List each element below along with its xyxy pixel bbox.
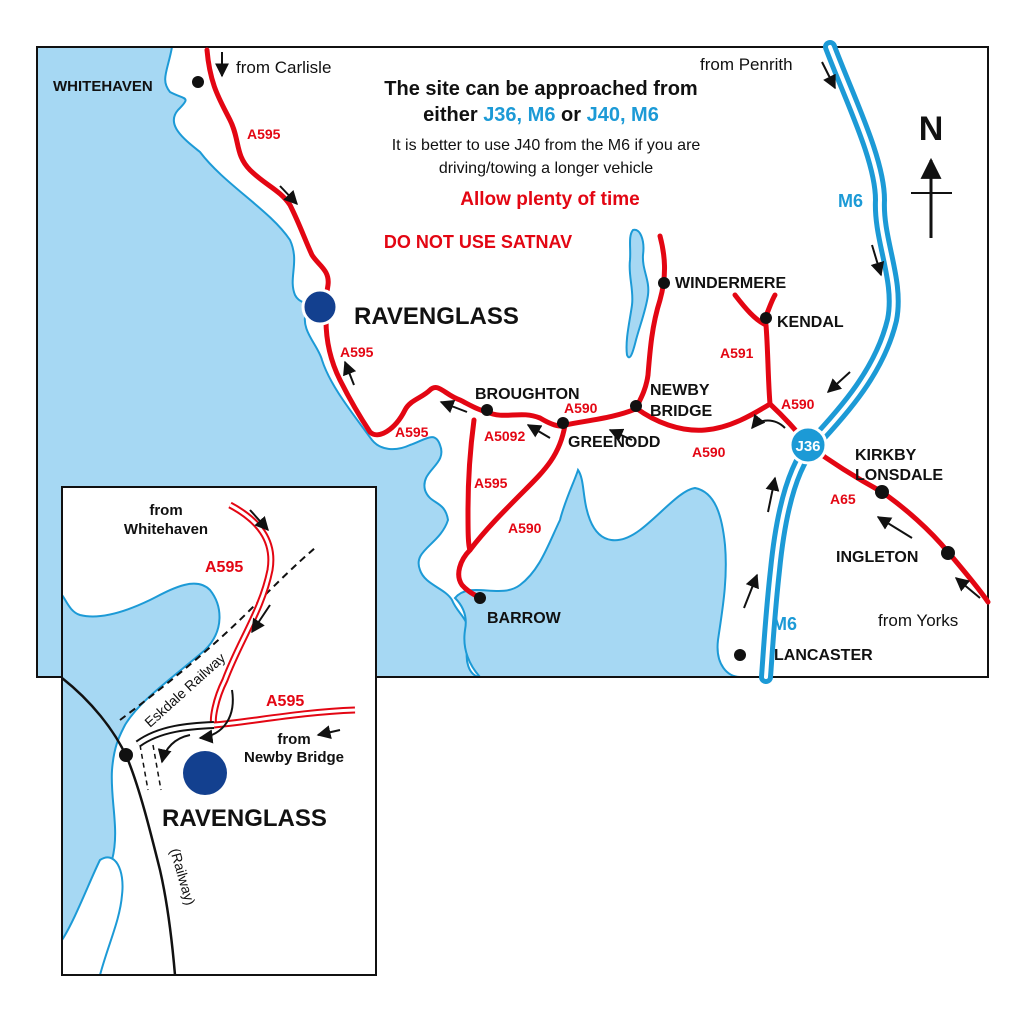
inset-station-dot (119, 748, 133, 762)
from-penrith: from Penrith (700, 55, 793, 74)
label-newby: NEWBY (650, 382, 710, 399)
main-map-frame (36, 46, 989, 678)
warning-satnav: DO NOT USE SATNAV (384, 232, 572, 252)
a590-windermere (633, 233, 668, 411)
road-a590-j36: A590 (781, 396, 815, 412)
inset-from-newby-1: from (277, 731, 310, 748)
road-a590-east: A590 (692, 444, 726, 460)
label-barrow: BARROW (487, 610, 562, 627)
inset-road-a595-lower: A595 (266, 693, 304, 710)
a590-barrow (456, 422, 568, 601)
north-compass: N (911, 110, 952, 238)
label-whitehaven: WHITEHAVEN (53, 78, 153, 95)
header-or: or (555, 104, 586, 126)
road-a595-ravenglass: A595 (340, 344, 374, 360)
inset-map: from Whitehaven A595 A595 from Newby Bri… (61, 486, 377, 976)
newby-bridge-dot (630, 400, 642, 412)
inset-main-railway (62, 677, 177, 975)
inset-ravenglass-label: RAVENGLASS (162, 805, 327, 832)
kendal-dot (760, 312, 772, 324)
road-a5092: A5092 (484, 428, 525, 444)
from-yorks: from Yorks (878, 611, 958, 630)
lancaster-dot (734, 649, 746, 661)
m6-motorway (759, 40, 901, 684)
town-dots (192, 76, 955, 661)
label-bridge: BRIDGE (650, 403, 713, 420)
north-label: N (919, 110, 944, 148)
map-header: The site can be approached from either J… (384, 78, 701, 252)
header-note-1: It is better to use J40 from the M6 if y… (392, 137, 701, 154)
a595-ravenglass-broughton (323, 317, 490, 438)
ravenglass-site-marker (301, 288, 339, 326)
from-carlisle: from Carlisle (236, 58, 331, 77)
broughton-dot (481, 404, 493, 416)
header-line-1: The site can be approached from (384, 78, 697, 100)
label-lancaster: LANCASTER (774, 647, 873, 664)
inset-from-newby-2: Newby Bridge (244, 749, 344, 766)
label-windermere: WINDERMERE (675, 275, 786, 292)
label-ingleton: INGLETON (836, 549, 918, 566)
a590-newby-j36 (633, 401, 811, 448)
road-labels: A595 A595 A595 A595 A5092 A590 A590 A590… (247, 126, 863, 634)
whitehaven-dot (192, 76, 204, 88)
road-a590-greenodd: A590 (564, 400, 598, 416)
road-m6-north: M6 (838, 191, 863, 211)
label-kendal: KENDAL (777, 314, 844, 331)
inset-from-whitehaven-2: Whitehaven (124, 521, 208, 538)
road-a65: A65 (830, 491, 856, 507)
road-m6-south: M6 (772, 614, 797, 634)
greenodd-dot (557, 417, 569, 429)
a591-kendal (732, 292, 773, 407)
place-labels: WHITEHAVEN RAVENGLASS WINDERMERE KENDAL … (53, 78, 943, 664)
inset-frame (61, 486, 377, 976)
warning-time: Allow plenty of time (460, 189, 639, 210)
inset-site-marker (183, 751, 227, 795)
windermere-dot (658, 277, 670, 289)
inset-eskdale-railway (119, 547, 316, 721)
j36-label: J36 (795, 438, 820, 455)
inset-site-lane (139, 744, 162, 791)
header-j36: J36, M6 (483, 104, 555, 126)
label-ravenglass: RAVENGLASS (354, 303, 519, 330)
road-a595-barrow: A595 (474, 475, 508, 491)
inset-inlet (62, 856, 124, 975)
label-broughton: BROUGHTON (475, 386, 580, 403)
road-a595-coast: A595 (395, 424, 429, 440)
road-a590-barrow: A590 (508, 520, 542, 536)
header-note-2: driving/towing a longer vehicle (439, 160, 653, 177)
road-a595-north: A595 (247, 126, 281, 142)
from-labels: from Carlisle from Penrith from Yorks (236, 55, 958, 630)
label-greenodd: GREENODD (568, 434, 660, 451)
j36-junction: J36 (788, 425, 828, 465)
inset-from-whitehaven-1: from (149, 502, 182, 519)
direction-arrows (215, 52, 981, 609)
header-line-2: either J36, M6 or J40, M6 (423, 104, 659, 126)
ingleton-dot (941, 546, 955, 560)
header-either: either (423, 104, 483, 126)
inset-road-a595-upper: A595 (205, 559, 243, 576)
barrow-dot (474, 592, 486, 604)
header-j40: J40, M6 (587, 104, 659, 126)
windermere-lake (625, 228, 650, 359)
a590-greenodd-newby (562, 405, 641, 428)
kirkby-lonsdale-dot (875, 485, 889, 499)
label-lonsdale: LONSDALE (855, 467, 943, 484)
label-kirkby: KIRKBY (855, 447, 917, 464)
road-a591: A591 (720, 345, 754, 361)
a595-broughton-barrow (465, 417, 477, 553)
